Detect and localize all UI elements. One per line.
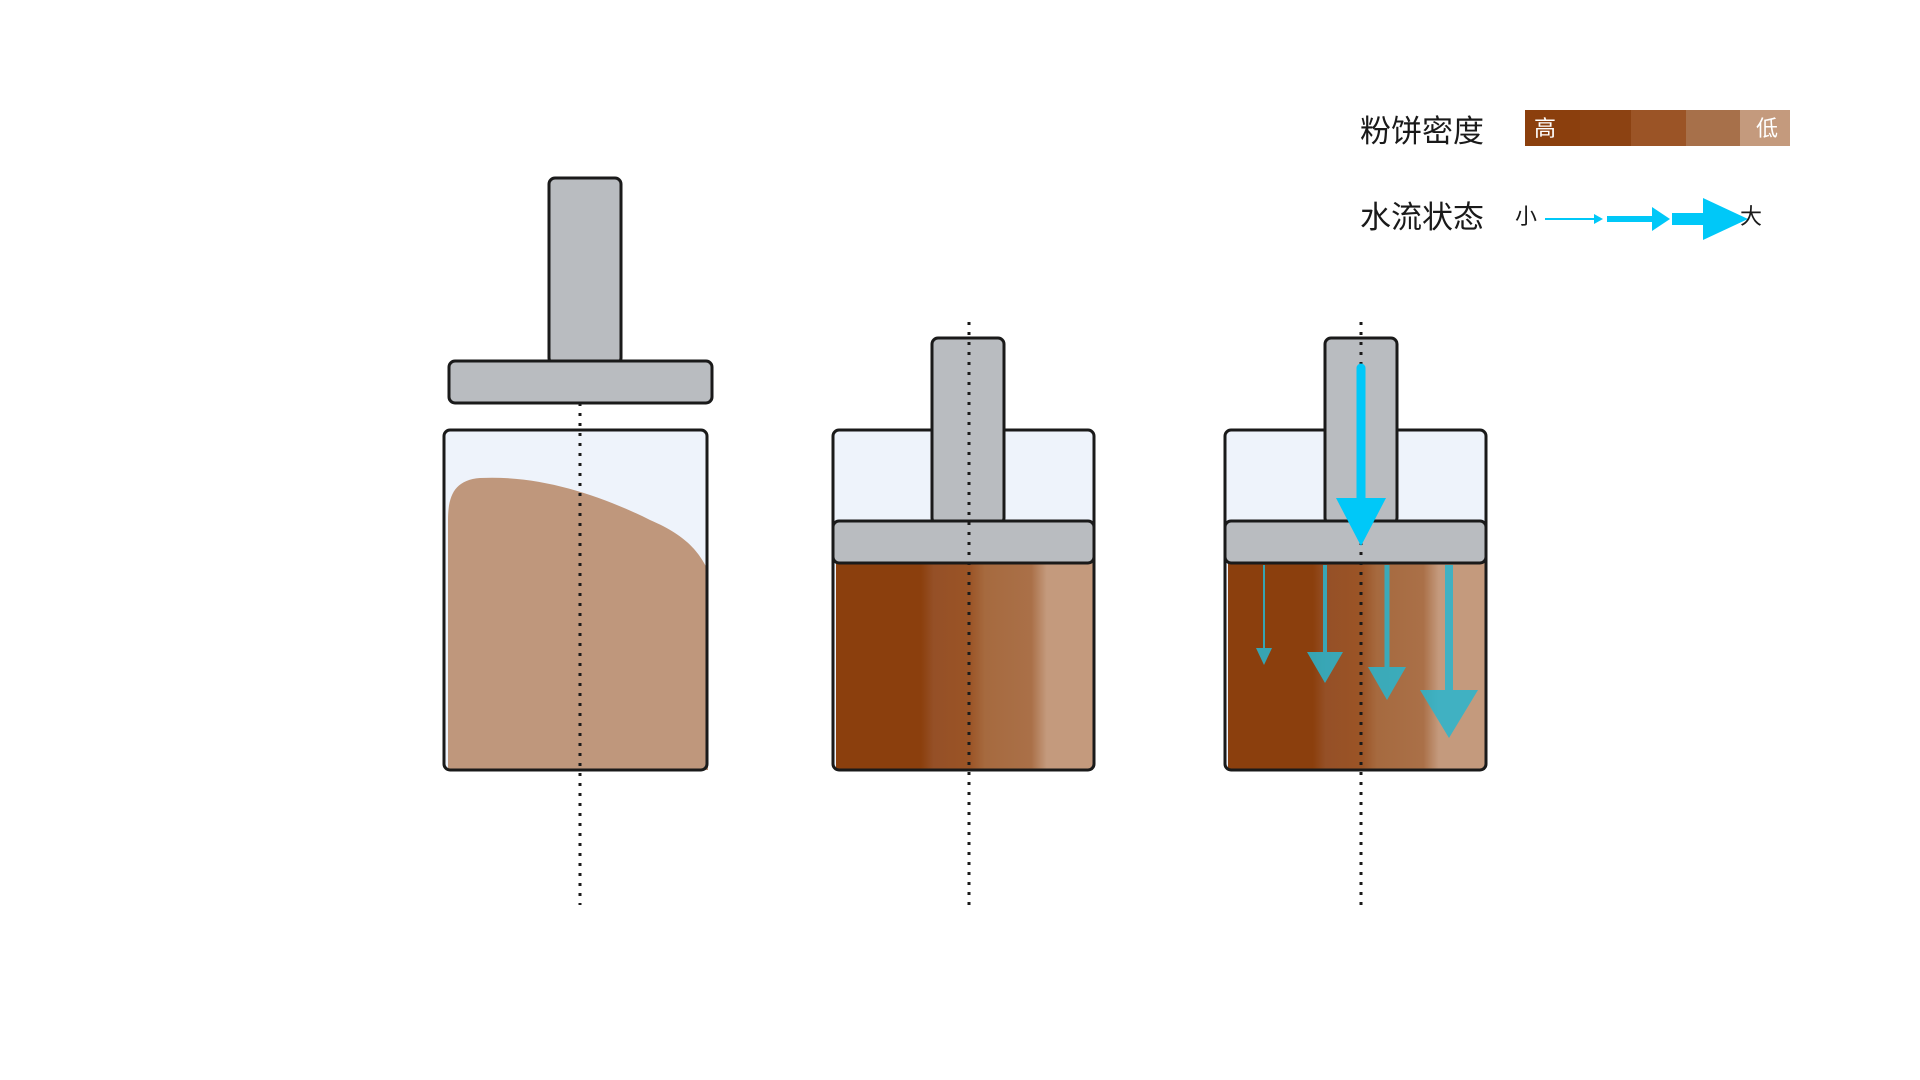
channel-arrow-4-icon bbox=[1420, 565, 1478, 738]
tamped-panel bbox=[831, 322, 1096, 905]
density-swatch-1 bbox=[1525, 110, 1580, 146]
density-high-label: 高 bbox=[1534, 117, 1556, 142]
basket-outline-1 bbox=[442, 428, 709, 772]
loose-grounds-panel bbox=[442, 176, 714, 905]
flow-legend-label: 水流状态 bbox=[1360, 200, 1484, 236]
density-swatch-4 bbox=[1686, 110, 1740, 146]
density-swatch-5 bbox=[1740, 110, 1790, 146]
density-swatch-3 bbox=[1631, 110, 1686, 146]
tamped-grounds-3 bbox=[1228, 561, 1485, 770]
density-legend-label: 粉饼密度 bbox=[1360, 114, 1484, 150]
flow-small-label: 小 bbox=[1515, 205, 1537, 230]
tamper-base-2 bbox=[831, 519, 1096, 565]
water-flow-main-arrow-icon bbox=[1336, 363, 1386, 546]
channel-arrow-2-icon bbox=[1307, 565, 1343, 683]
density-low-label: 低 bbox=[1756, 117, 1778, 142]
channel-arrow-3-icon bbox=[1368, 565, 1406, 700]
tamped-grounds-2 bbox=[836, 561, 1093, 770]
flow-large-label: 大 bbox=[1740, 205, 1762, 230]
flow-arrow-large-icon bbox=[1672, 198, 1748, 240]
tamper-base-1 bbox=[447, 359, 714, 405]
density-swatch-2 bbox=[1580, 110, 1631, 146]
tamper-handle-1 bbox=[547, 176, 623, 366]
flow-arrow-medium-icon bbox=[1607, 207, 1670, 231]
tamper-handle-2 bbox=[930, 336, 1006, 526]
loose-grounds-1 bbox=[448, 477, 708, 770]
flow-scale: 小 大 bbox=[1515, 198, 1762, 240]
channel-arrow-1-icon bbox=[1256, 565, 1272, 665]
density-scale-bar: 高 低 bbox=[1525, 110, 1790, 146]
flow-arrow-small-icon bbox=[1545, 214, 1603, 224]
legend: 粉饼密度 高 低 水流状态 小 大 bbox=[1360, 110, 1790, 240]
channeling-panel bbox=[1223, 322, 1488, 905]
